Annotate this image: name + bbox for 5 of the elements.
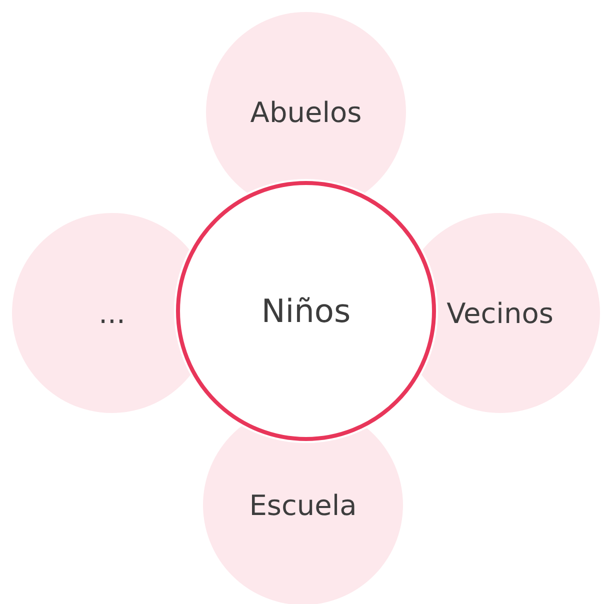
circle-label: Niños xyxy=(261,292,351,330)
circle-label: Abuelos xyxy=(250,96,362,128)
circle-label: ... xyxy=(98,296,126,330)
circle-label: Vecinos xyxy=(446,296,554,330)
circle-label: Escuela xyxy=(249,488,357,522)
